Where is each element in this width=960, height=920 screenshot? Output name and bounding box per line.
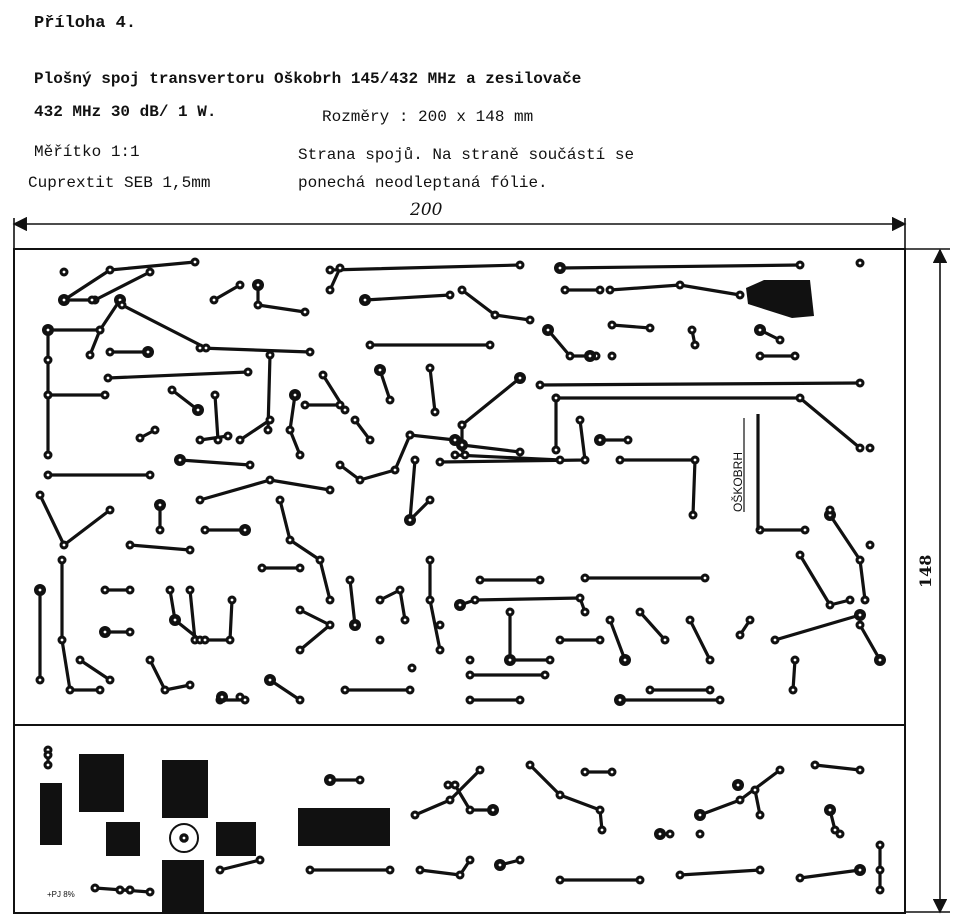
material-note: Cuprextit SEB 1,5mm (28, 174, 211, 192)
side-note-2: ponechá neodleptaná fólie. (298, 174, 548, 192)
height-label: 148 (916, 554, 935, 588)
copper-area-7 (298, 808, 390, 846)
copper-area-6 (162, 860, 204, 912)
solder-pads (34, 257, 886, 897)
width-label: 200 (410, 200, 443, 220)
copper-area-3 (162, 760, 208, 818)
copper-area-top-right (746, 280, 814, 318)
copper-area-5 (216, 822, 256, 856)
description-line-1: Plošný spoj transvertoru Oškobrh 145/432… (34, 70, 582, 88)
page-title: Příloha 4. (34, 14, 137, 33)
copper-area-4 (106, 822, 140, 856)
board-outline (13, 248, 906, 914)
scale-note: Měřítko 1:1 (34, 143, 140, 161)
side-note-1: Strana spojů. Na straně součástí se (298, 146, 635, 164)
copper-areas (40, 280, 814, 912)
width-dimension-line (12, 216, 907, 248)
board-text: OŠKOBRH (731, 451, 745, 512)
copper-area-1 (79, 754, 124, 812)
height-dimension-line (905, 248, 950, 914)
board-dimensions: Rozměry : 200 x 148 mm (322, 108, 534, 126)
copper-area-2 (40, 783, 62, 845)
description-line-2: 432 MHz 30 dB/ 1 W. (34, 103, 217, 121)
corner-code: +PJ 8% (47, 890, 75, 899)
coax-ring (169, 823, 199, 853)
